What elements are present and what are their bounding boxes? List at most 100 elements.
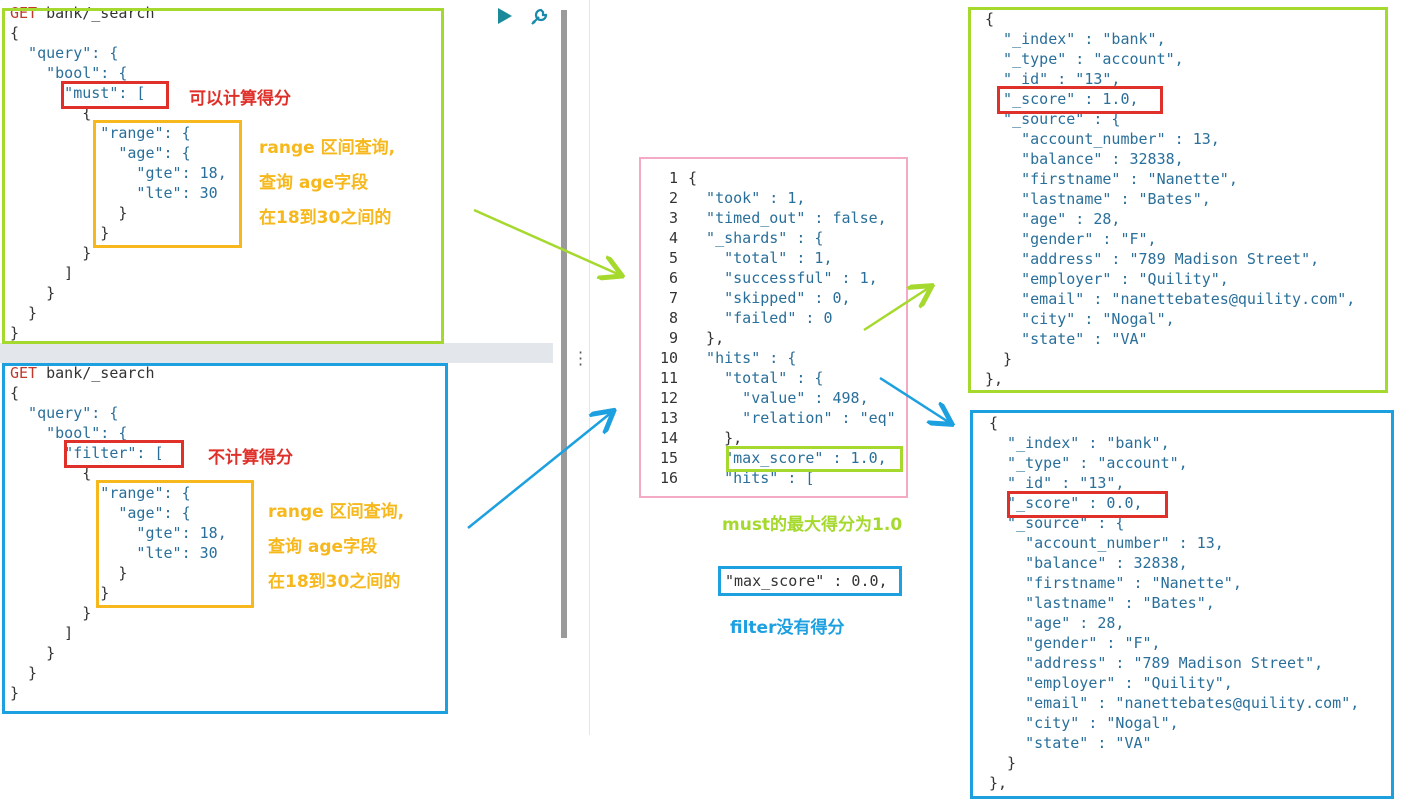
code-text: "firstname" : "Nanette", bbox=[989, 574, 1242, 592]
code-text: "age": { bbox=[10, 504, 191, 522]
code-line: "age" : 28, bbox=[989, 613, 1359, 633]
line-number: 10 bbox=[659, 349, 678, 367]
code-line: 16 "hits" : [ bbox=[644, 468, 906, 486]
line-number: 6 bbox=[668, 269, 678, 287]
code-text: "lastname" : "Bates", bbox=[985, 190, 1211, 208]
filter-score-note: 不计算得分 bbox=[208, 448, 293, 468]
code-line: "bool": { bbox=[10, 63, 227, 83]
code-text: } bbox=[10, 644, 56, 662]
code-line: "age": { bbox=[10, 503, 227, 523]
code-line: } bbox=[10, 563, 227, 583]
code-line: "query": { bbox=[10, 43, 227, 63]
must-max-score-note: must的最大得分为1.0 bbox=[722, 515, 903, 535]
panel-divider[interactable] bbox=[589, 0, 590, 735]
line-number: 2 bbox=[668, 189, 678, 207]
code-text: "age" : 28, bbox=[989, 614, 1125, 632]
code-line: } bbox=[10, 243, 227, 263]
code-line: { bbox=[10, 103, 227, 123]
must-score-highlight bbox=[997, 86, 1163, 114]
http-method: GET bbox=[10, 364, 38, 382]
code-line: } bbox=[10, 203, 227, 223]
code-text: "account_number" : 13, bbox=[985, 130, 1220, 148]
code-text: } bbox=[10, 564, 128, 582]
code-line: "employer" : "Quility", bbox=[989, 673, 1359, 693]
hit-filter-document[interactable]: { "_index" : "bank", "_type" : "account"… bbox=[989, 413, 1359, 793]
code-line: "filter": [ bbox=[10, 443, 227, 463]
code-text: "range": { bbox=[10, 124, 191, 142]
code-text: "_index" : "bank", bbox=[985, 30, 1166, 48]
code-text: { bbox=[10, 464, 92, 482]
code-text: "query": { bbox=[10, 44, 119, 62]
code-text: "_source" : { bbox=[985, 110, 1121, 128]
filter-range-highlight bbox=[96, 480, 254, 608]
code-line: } bbox=[10, 583, 227, 603]
code-line: "query": { bbox=[10, 403, 227, 423]
code-text: } bbox=[10, 304, 38, 322]
code-text: "email" : "nanettebates@quility.com", bbox=[985, 290, 1356, 308]
query-filter-editor[interactable]: GET bank/_search{ "query": { "bool": { "… bbox=[10, 363, 227, 703]
code-line: "firstname" : "Nanette", bbox=[989, 573, 1359, 593]
code-line: }, bbox=[989, 773, 1359, 793]
code-line: } bbox=[985, 349, 1355, 369]
arrow-must-to-response bbox=[473, 208, 620, 275]
editor-scrollbar[interactable] bbox=[561, 10, 567, 638]
code-line: 2 "took" : 1, bbox=[644, 188, 906, 208]
code-text: "skipped" : 0, bbox=[688, 289, 851, 307]
code-text: "total" : 1, bbox=[688, 249, 833, 267]
line-number: 14 bbox=[659, 429, 678, 447]
code-text: "gender" : "F", bbox=[989, 634, 1161, 652]
code-text: } bbox=[10, 324, 20, 342]
must-score-note: 可以计算得分 bbox=[189, 89, 291, 109]
code-text: "failed" : 0 bbox=[688, 309, 833, 327]
filter-range-note-3: 在18到30之间的 bbox=[268, 572, 401, 592]
arrow-response-to-hit-must bbox=[863, 287, 930, 332]
arrow-response-to-hit-filter bbox=[879, 376, 950, 423]
code-line: "_source" : { bbox=[989, 513, 1359, 533]
wrench-icon[interactable] bbox=[528, 6, 550, 32]
code-text: "email" : "nanettebates@quility.com", bbox=[989, 694, 1360, 712]
code-text: }, bbox=[688, 429, 743, 447]
line-number: 12 bbox=[659, 389, 678, 407]
code-line: } bbox=[989, 753, 1359, 773]
code-text: } bbox=[10, 284, 56, 302]
code-text: "_score" : 1.0, bbox=[985, 90, 1139, 108]
editor-gutter-bar bbox=[0, 343, 553, 363]
response-frame bbox=[639, 157, 908, 498]
hit-must-document[interactable]: { "_index" : "bank", "_type" : "account"… bbox=[985, 9, 1355, 389]
code-line: "_index" : "bank", bbox=[985, 29, 1355, 49]
code-line: { bbox=[10, 383, 227, 403]
must-range-note-2: 查询 age字段 bbox=[259, 173, 369, 193]
code-text: "_id" : "13", bbox=[989, 474, 1125, 492]
vertical-dots-icon[interactable]: ··· bbox=[578, 343, 584, 374]
code-text: { bbox=[985, 10, 995, 28]
code-line: } bbox=[10, 683, 227, 703]
line-number: 3 bbox=[668, 209, 678, 227]
code-line: "bool": { bbox=[10, 423, 227, 443]
code-line: } bbox=[10, 663, 227, 683]
code-text: "_score" : 0.0, bbox=[989, 494, 1143, 512]
code-text: ] bbox=[10, 264, 74, 282]
line-number: 8 bbox=[668, 309, 678, 327]
code-line: { bbox=[10, 463, 227, 483]
code-text: "employer" : "Quility", bbox=[989, 674, 1233, 692]
code-text: "balance" : 32838, bbox=[985, 150, 1184, 168]
code-text: "balance" : 32838, bbox=[989, 554, 1188, 572]
must-keyword-highlight bbox=[61, 81, 169, 109]
code-text: } bbox=[10, 664, 38, 682]
code-line: "city" : "Nogal", bbox=[985, 309, 1355, 329]
response-viewer[interactable]: 1{2 "took" : 1,3 "timed_out" : false,4 "… bbox=[644, 168, 906, 486]
line-number: 16 bbox=[659, 469, 678, 486]
arrow-filter-to-response bbox=[467, 412, 612, 529]
play-icon[interactable] bbox=[497, 7, 513, 29]
query-must-frame bbox=[2, 8, 444, 344]
code-text: { bbox=[10, 104, 92, 122]
code-text: } bbox=[10, 244, 92, 262]
code-line: "gte": 18, bbox=[10, 523, 226, 543]
code-line: 4 "_shards" : { bbox=[644, 228, 906, 248]
code-line: "_type" : "account", bbox=[989, 453, 1359, 473]
code-line: "gte": 18, bbox=[10, 163, 226, 183]
code-line: "_source" : { bbox=[985, 109, 1355, 129]
code-text: "_type" : "account", bbox=[989, 454, 1188, 472]
code-text: "filter": [ bbox=[10, 444, 164, 462]
filter-max-score-box bbox=[718, 566, 902, 596]
